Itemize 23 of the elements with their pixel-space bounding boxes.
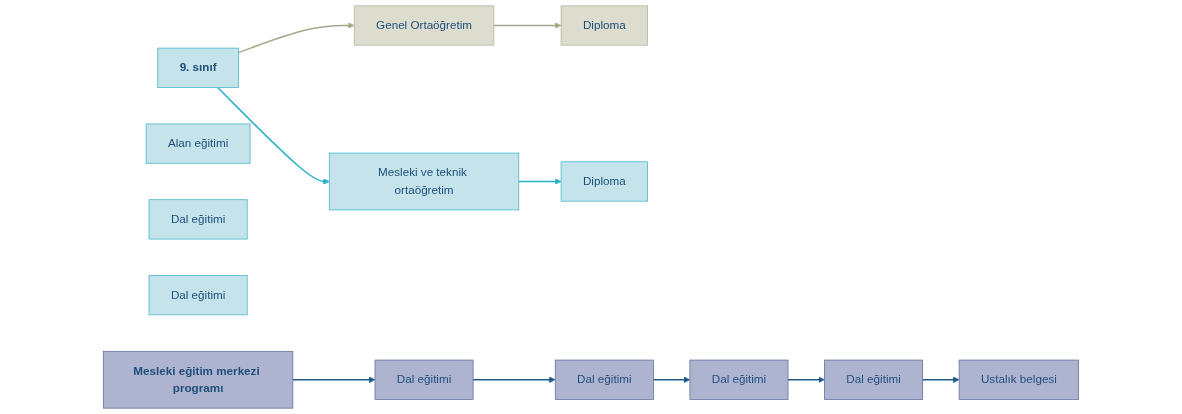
- node-box: Dal eğitimi: [374, 359, 474, 400]
- arrow: [652, 376, 691, 383]
- node-box: 9. sınıf: [157, 47, 239, 88]
- node-box: Dal eğitimi: [689, 359, 789, 400]
- node-box: Diploma: [560, 5, 648, 46]
- node-box: Diploma: [560, 161, 648, 202]
- node-box: Dal eğitimi: [824, 359, 923, 400]
- node-box: Dal eğitimi: [148, 275, 248, 316]
- arrow: [921, 376, 960, 383]
- arrow: [292, 376, 376, 383]
- arrow: [237, 22, 355, 54]
- arrow: [472, 376, 556, 383]
- arrow: [787, 376, 825, 383]
- node-box: Genel Ortaöğretim: [353, 5, 495, 46]
- node-box: Dal eğitimi: [148, 199, 248, 240]
- arrow: [493, 22, 562, 29]
- node-box: Dal eğitimi: [554, 359, 654, 400]
- node-box: Ustalık belgesi: [958, 359, 1080, 400]
- arrow: [518, 178, 562, 185]
- node-box: Alan eğitimi: [145, 123, 251, 164]
- node-box: Mesleki eğitim merkezi programı: [102, 350, 294, 409]
- node-box: Mesleki ve teknik ortaöğretim: [328, 152, 520, 211]
- arrow: [216, 86, 330, 185]
